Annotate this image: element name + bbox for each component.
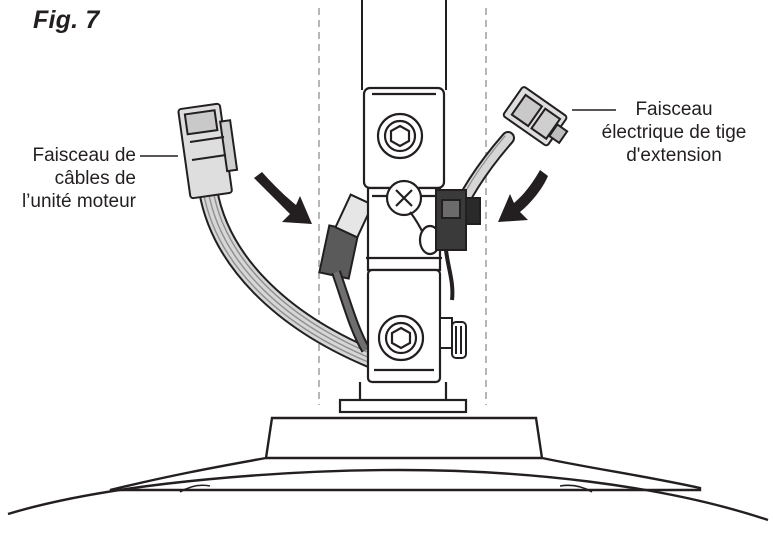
extension-rod-connector xyxy=(502,86,569,147)
extension-rod-harness-label-line-3: d'extension xyxy=(626,145,722,166)
ground-screw-icon xyxy=(385,179,442,256)
upper-hex-bolt-icon xyxy=(376,112,424,160)
motor-unit-wire-bundle xyxy=(198,180,380,368)
figure-title: Fig. 7 xyxy=(33,6,100,34)
motor-unit-harness-label-line-3: l’unité moteur xyxy=(21,191,136,212)
lower-hex-bolt-icon xyxy=(377,314,425,362)
extension-side-mated-connector xyxy=(435,189,481,301)
extension-rod-harness-label: Faisceau électrique de tige d'extension xyxy=(575,98,773,167)
insertion-arrows xyxy=(254,170,548,224)
motor-unit-harness-label: Faisceau de câbles de l’unité moteur xyxy=(0,144,136,213)
motor-unit-harness-label-line-1: Faisceau de xyxy=(32,145,136,166)
canopy-housing xyxy=(7,416,769,522)
motor-side-mated-connector xyxy=(318,193,374,353)
left-curved-arrow-icon xyxy=(254,172,312,224)
extension-rod-harness-label-line-2: électrique de tige xyxy=(601,122,747,143)
right-curved-arrow-icon xyxy=(498,170,548,222)
extension-rod-harness-label-line-1: Faisceau xyxy=(635,99,713,120)
mounting-plate xyxy=(338,382,468,414)
extension-rod-tube xyxy=(361,0,447,90)
callout-leader-lines xyxy=(140,109,616,157)
motor-unit-harness-label-line-2: câbles de xyxy=(54,168,136,189)
motor-unit-connector xyxy=(177,102,239,200)
tension-knob-icon xyxy=(439,317,467,359)
